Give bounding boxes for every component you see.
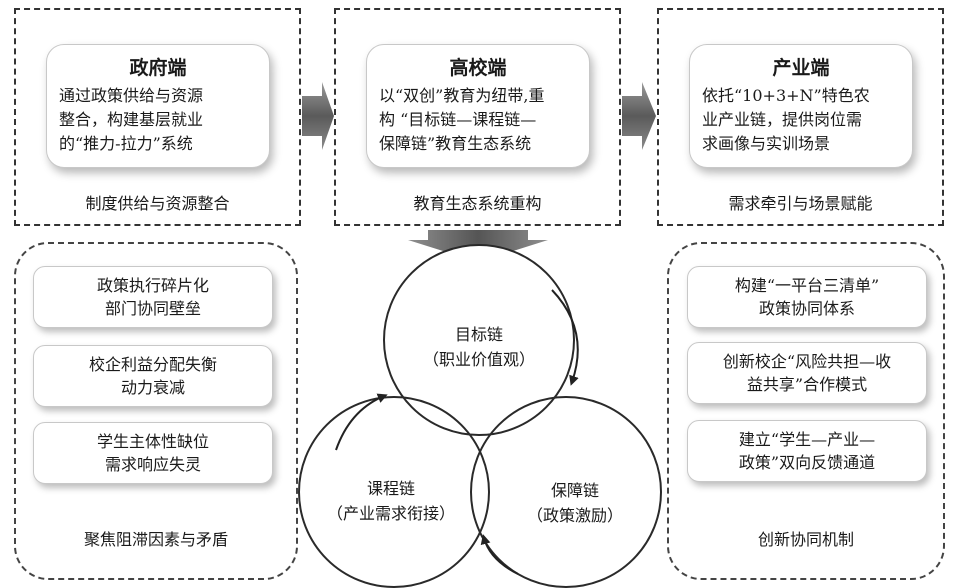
goal-circle <box>383 244 575 436</box>
arrow-right-icon <box>622 82 656 150</box>
arrow-right-icon <box>302 82 334 150</box>
cycle-arrow-icon <box>551 289 579 386</box>
industry-title: 产业端 <box>772 57 830 79</box>
university-card: 高校端 以“双创”教育为纽带,重 构 “目标链—课程链— 保障链”教育生态系统 <box>366 44 590 168</box>
cycle-arrow-icon <box>335 393 388 451</box>
cycle-arrow-icon <box>480 534 519 575</box>
government-text: 通过政策供给与资源 整合，构建基层就业 的“推力-拉力”系统 <box>59 86 204 153</box>
university-title: 高校端 <box>449 57 507 79</box>
university-text: 以“双创”教育为纽带,重 构 “目标链—课程链— 保障链”教育生态系统 <box>379 86 545 153</box>
government-title: 政府端 <box>129 57 187 79</box>
goal-chain-label: 目标链 （职业价值观） <box>422 325 535 369</box>
obstacle-item-3: 学生主体性缺位 需求响应失灵 <box>33 422 273 484</box>
industry-card: 产业端 依托“10+3+N”特色农 业产业链，提供岗位需 求画像与实训场景 <box>689 44 913 168</box>
obstacle-item-1: 政策执行碎片化 部门协同壁垒 <box>33 266 273 328</box>
obstacles-caption: 聚焦阻滞因素与矛盾 <box>83 530 228 549</box>
mechanism-item-2: 创新校企“风险共担—收 益共享”合作模式 <box>687 342 927 404</box>
course-circle <box>298 396 490 588</box>
government-caption: 制度供给与资源整合 <box>85 194 230 213</box>
support-circle <box>470 396 662 588</box>
obstacle-item-2: 校企利益分配失衡 动力衰减 <box>33 345 273 407</box>
course-chain-label: 课程链 （产业需求衔接） <box>326 479 455 523</box>
mechanism-caption: 创新协同机制 <box>757 530 854 549</box>
mechanism-item-3: 建立“学生—产业— 政策”双向反馈通道 <box>687 420 927 482</box>
university-caption: 教育生态系统重构 <box>413 194 542 213</box>
mechanism-item-1: 构建“一平台三清单” 政策协同体系 <box>687 266 927 328</box>
industry-caption: 需求牵引与场景赋能 <box>728 194 873 213</box>
industry-text: 依托“10+3+N”特色农 业产业链，提供岗位需 求画像与实训场景 <box>702 86 870 153</box>
support-chain-label: 保障链 （政策激励） <box>526 481 623 525</box>
government-card: 政府端 通过政策供给与资源 整合，构建基层就业 的“推力-拉力”系统 <box>46 44 270 168</box>
